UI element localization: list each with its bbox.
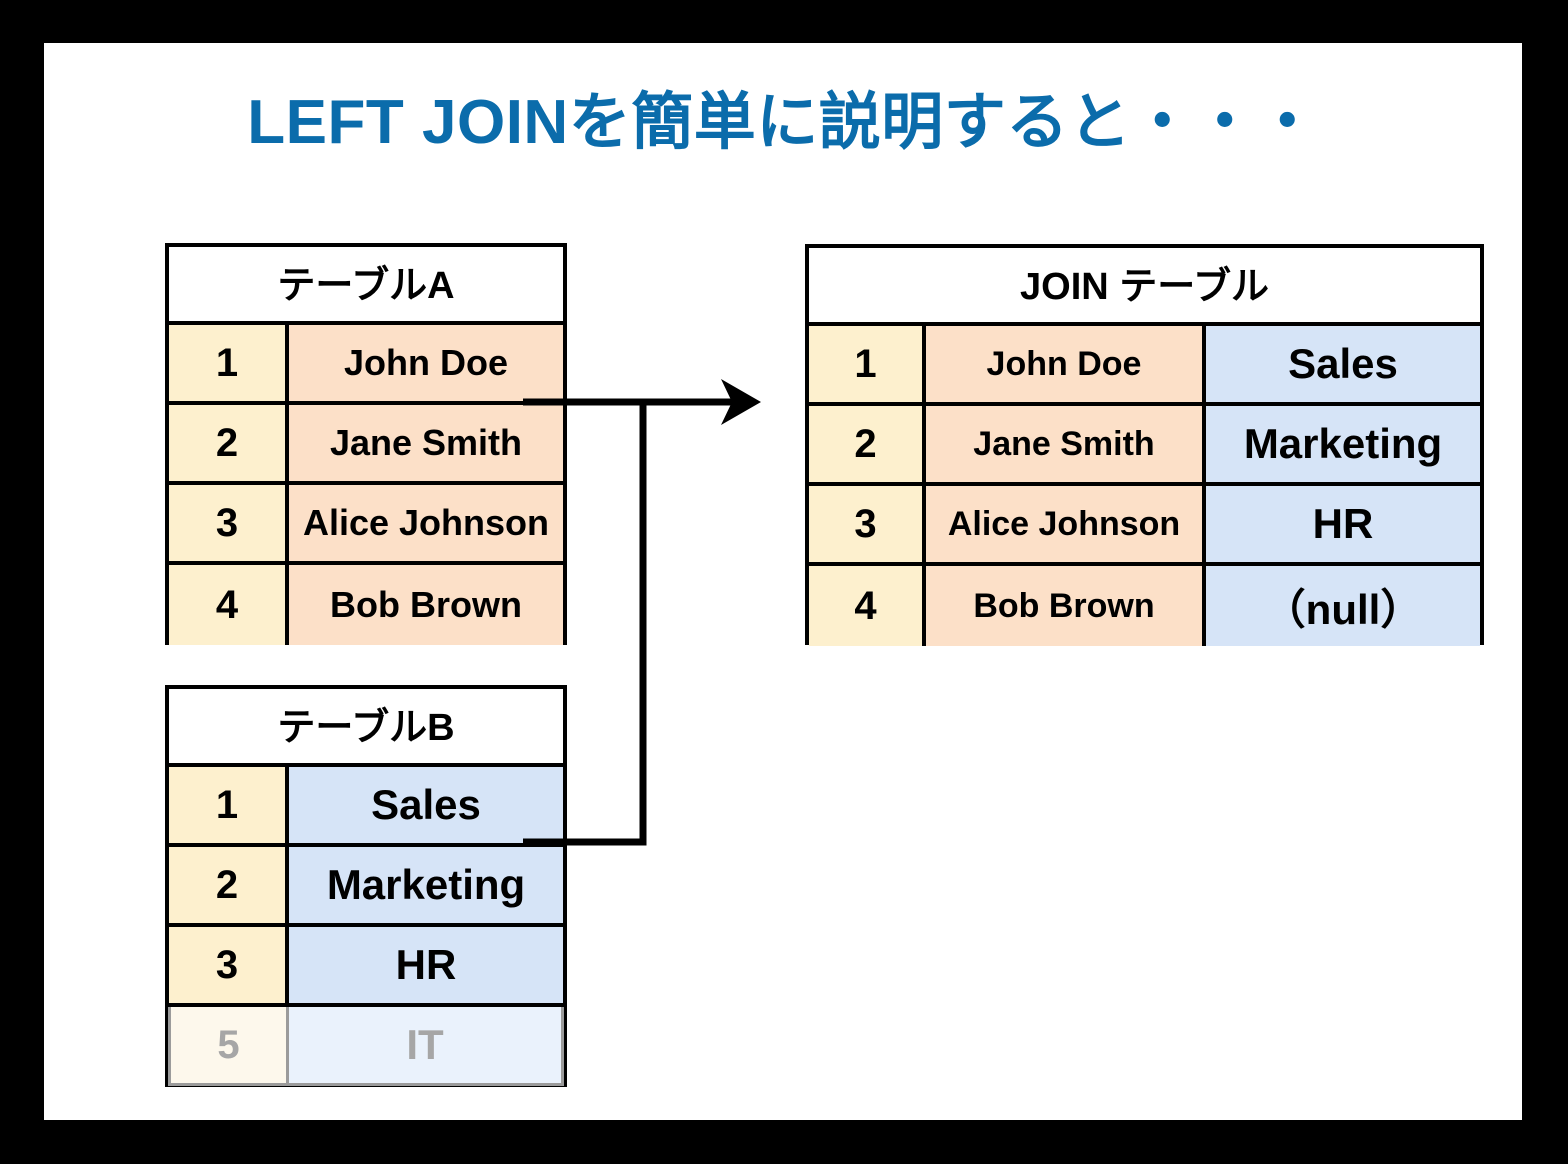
table-join-name-cell: Bob Brown (926, 566, 1206, 646)
table-join-id-cell: 4 (809, 566, 926, 646)
table-row: 3 HR (169, 927, 563, 1007)
table-join-dept-cell: HR (1206, 486, 1480, 562)
table-a: テーブルA 1 John Doe 2 Jane Smith 3 Alice Jo… (165, 243, 567, 645)
table-row: 4 Bob Brown (169, 565, 563, 645)
table-b-id-cell: 1 (169, 767, 289, 843)
table-join-name-cell: Jane Smith (926, 406, 1206, 482)
table-a-header: テーブルA (169, 247, 563, 325)
table-a-name-cell: Alice Johnson (289, 485, 563, 561)
table-row: 1 Sales (169, 767, 563, 847)
table-a-name-cell: Jane Smith (289, 405, 563, 481)
table-join-name-cell: Alice Johnson (926, 486, 1206, 562)
table-row: 2 Marketing (169, 847, 563, 927)
table-a-name-cell: Bob Brown (289, 565, 563, 645)
table-join-id-cell: 2 (809, 406, 926, 482)
table-b-dept-cell: Sales (289, 767, 563, 843)
table-row-unmatched: 5 IT (168, 1007, 564, 1086)
table-a-id-cell: 4 (169, 565, 289, 645)
table-join-dept-cell: （null） (1206, 566, 1480, 646)
table-join-header: JOIN テーブル (809, 248, 1480, 326)
table-b-dept-cell: Marketing (289, 847, 563, 923)
table-join: JOIN テーブル 1 John Doe Sales 2 Jane Smith … (805, 244, 1484, 646)
table-join-dept-cell: Marketing (1206, 406, 1480, 482)
table-row: 2 Jane Smith (169, 405, 563, 485)
table-row: 4 Bob Brown （null） (809, 566, 1480, 646)
table-b-header: テーブルB (169, 689, 563, 767)
table-row: 1 John Doe (169, 325, 563, 405)
table-row: 3 Alice Johnson (169, 485, 563, 565)
table-row: 1 John Doe Sales (809, 326, 1480, 406)
table-row: 2 Jane Smith Marketing (809, 406, 1480, 486)
table-a-name-cell: John Doe (289, 325, 563, 401)
table-join-id-cell: 3 (809, 486, 926, 562)
table-b-id-cell: 2 (169, 847, 289, 923)
table-b-dept-cell: IT (289, 1007, 561, 1083)
table-row: 3 Alice Johnson HR (809, 486, 1480, 566)
table-b: テーブルB 1 Sales 2 Marketing 3 HR 5 IT (165, 685, 567, 1087)
table-b-dept-cell: HR (289, 927, 563, 1003)
table-b-id-cell: 3 (169, 927, 289, 1003)
table-b-id-cell: 5 (171, 1007, 289, 1083)
table-join-id-cell: 1 (809, 326, 926, 402)
table-join-dept-cell: Sales (1206, 326, 1480, 402)
table-a-id-cell: 3 (169, 485, 289, 561)
slide-canvas: LEFT JOINを簡単に説明すると・・・ テーブルA 1 John Doe 2… (44, 43, 1522, 1120)
table-a-id-cell: 1 (169, 325, 289, 401)
page-title: LEFT JOINを簡単に説明すると・・・ (247, 88, 1319, 157)
table-join-name-cell: John Doe (926, 326, 1206, 402)
table-a-id-cell: 2 (169, 405, 289, 481)
